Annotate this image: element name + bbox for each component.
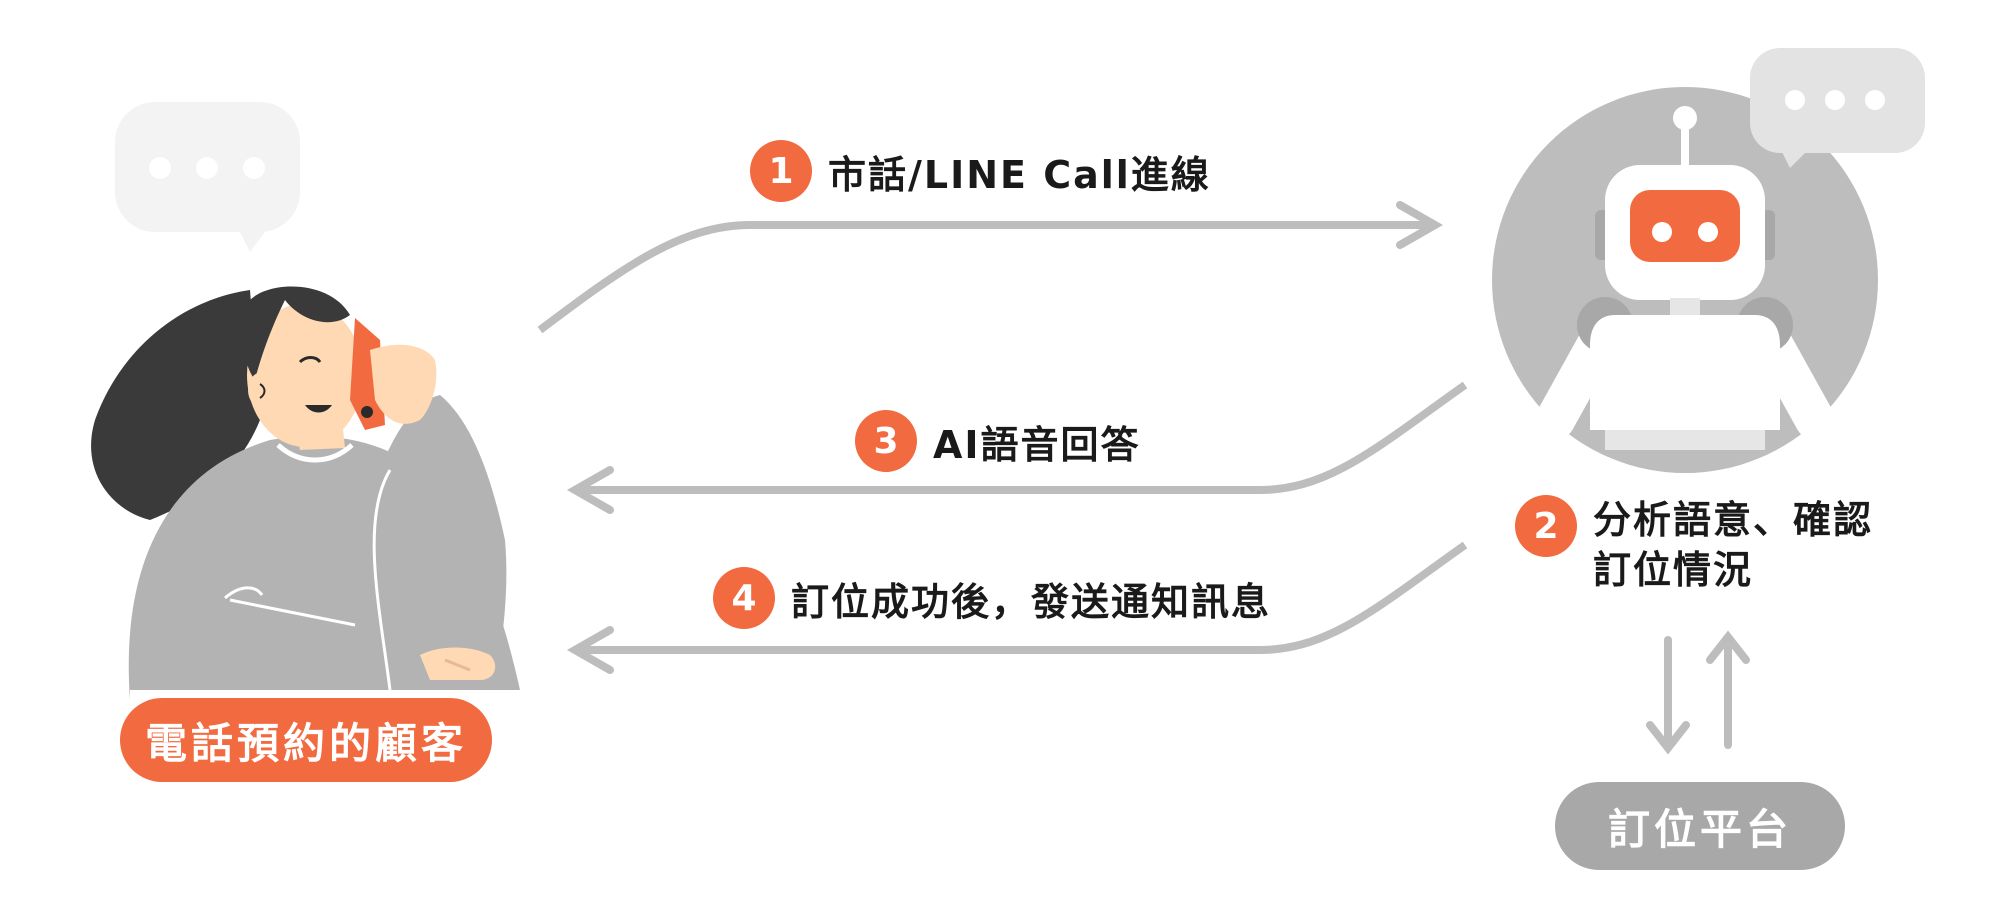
step-3-number: 3 bbox=[855, 410, 917, 472]
platform-label: 訂位平台 bbox=[1555, 782, 1845, 870]
step-2: 2 分析語意、確認 訂位情況 bbox=[1515, 495, 1873, 595]
step-3-label: AI語音回答 bbox=[933, 422, 1141, 467]
step-2-label-line2: 訂位情況 bbox=[1593, 548, 1754, 592]
step-1: 1 市話/LINE Call進線 bbox=[750, 140, 1211, 202]
step-4-number: 4 bbox=[713, 567, 775, 629]
customer-illustration bbox=[91, 286, 521, 700]
step-4-label: 訂位成功後，發送通知訊息 bbox=[791, 579, 1272, 624]
robot-speech-bubble-icon bbox=[1750, 48, 1925, 168]
arrow-step3-icon bbox=[566, 381, 1468, 514]
exchange-arrows-icon bbox=[1646, 630, 1750, 755]
customer-speech-bubble-icon bbox=[115, 102, 300, 252]
step-2-number: 2 bbox=[1515, 495, 1577, 557]
step-4: 4 訂位成功後，發送通知訊息 bbox=[713, 567, 1271, 629]
customer-label: 電話預約的顧客 bbox=[120, 698, 492, 782]
step-1-label: 市話/LINE Call進線 bbox=[828, 152, 1211, 197]
step-3: 3 AI語音回答 bbox=[855, 410, 1141, 472]
step-1-number: 1 bbox=[750, 140, 812, 202]
step-2-label-line1: 分析語意、確認 bbox=[1593, 498, 1874, 542]
arrow-step1-icon bbox=[537, 201, 1444, 334]
arrow-step4-icon bbox=[566, 541, 1468, 674]
robot-icon bbox=[1492, 87, 1878, 473]
